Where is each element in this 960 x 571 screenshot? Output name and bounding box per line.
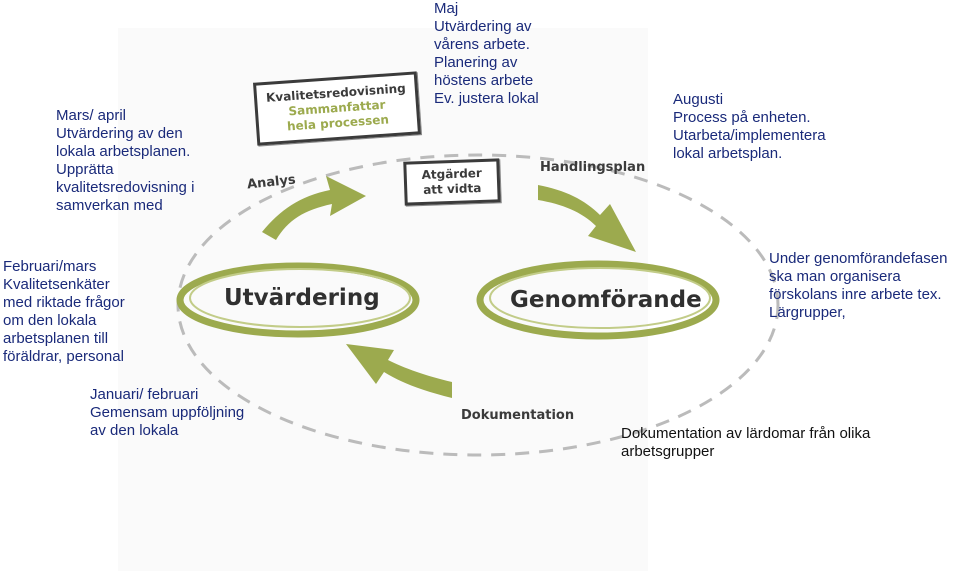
note-mars-april: Mars/ april Utvärdering av den lokala ar… <box>56 107 236 215</box>
note-line: Utvärdering av den <box>56 125 183 142</box>
utvardering-oval <box>176 262 420 338</box>
arrow-analys <box>262 176 366 240</box>
note-line: samverkan med <box>56 197 163 214</box>
note-line: Gemensam uppföljning <box>90 404 245 421</box>
note-januari-februari: Januari/ februari Gemensam uppföljning a… <box>90 386 280 436</box>
utvardering-oval-inner <box>189 268 411 328</box>
note-line: med riktade frågor <box>3 294 125 311</box>
note-line: Maj <box>434 0 459 17</box>
note-line: Dokumentation av lärdomar från olika <box>621 425 871 442</box>
arrow-dokumentation <box>346 344 452 398</box>
note-line: höstens arbete <box>434 72 534 89</box>
genomforande-oval-inner <box>489 267 711 329</box>
note-line: om den lokala <box>3 312 97 329</box>
note-line: kvalitetsredovisning i <box>56 179 195 196</box>
note-line: vårens arbete. <box>434 36 530 53</box>
note-line: Under genomförandefasen <box>769 250 948 267</box>
note-maj: Maj Utvärdering av vårens arbete. Planer… <box>434 0 584 108</box>
note-line: Upprätta <box>56 161 114 178</box>
handlingsplan-tag: Handlingsplan <box>540 160 646 175</box>
atgarder-stamp: Atgärder att vidta <box>403 158 501 206</box>
note-line: Planering av <box>434 54 518 71</box>
genomforande-label: Genomförande <box>510 287 702 313</box>
dokumentation-tag: Dokumentation <box>461 408 575 423</box>
note-line: Utarbeta/implementera <box>673 127 826 144</box>
note-line: lokala arbetsplanen. <box>56 143 191 160</box>
note-genomforandefasen: Under genomförandefasen ska man organise… <box>769 250 960 322</box>
note-line: Ev. justera lokal <box>434 90 539 107</box>
kvalitetsredovisning-stamp: Kvalitetsredovisning Sammanfattar hela p… <box>253 71 421 146</box>
note-augusti: Augusti Process på enheten. Utarbeta/imp… <box>673 91 873 163</box>
note-line: Lärgrupper, <box>769 304 846 321</box>
note-dokumentation: Dokumentation av lärdomar från olika arb… <box>621 425 921 463</box>
note-line: Februari/mars <box>3 258 97 275</box>
note-line: lokal arbetsplan. <box>673 145 783 162</box>
note-line: Mars/ april <box>56 107 127 124</box>
note-line: Process på enheten. <box>673 109 811 126</box>
note-line: ska man organisera <box>769 268 901 285</box>
utvardering-label: Utvärdering <box>224 285 380 311</box>
note-line: förskolans inre arbete tex. <box>769 286 942 303</box>
stamp-line: Atgärder <box>421 165 483 183</box>
note-line: Augusti <box>673 91 724 108</box>
note-line: arbetsplanen till <box>3 330 109 347</box>
arrow-handlingsplan <box>538 185 636 252</box>
stamp-line: att vidta <box>422 180 482 198</box>
note-line: arbetsgrupper <box>621 443 715 460</box>
note-line: Utvärdering av <box>434 18 532 35</box>
note-line: av den lokala <box>90 422 179 436</box>
note-line: föräldrar, personal <box>3 348 124 365</box>
note-line: Kvalitetsenkäter <box>3 276 110 293</box>
note-line: Januari/ februari <box>90 386 199 403</box>
note-februari-mars: Februari/mars Kvalitetsenkäter med rikta… <box>3 258 163 366</box>
genomforande-oval <box>476 260 720 340</box>
